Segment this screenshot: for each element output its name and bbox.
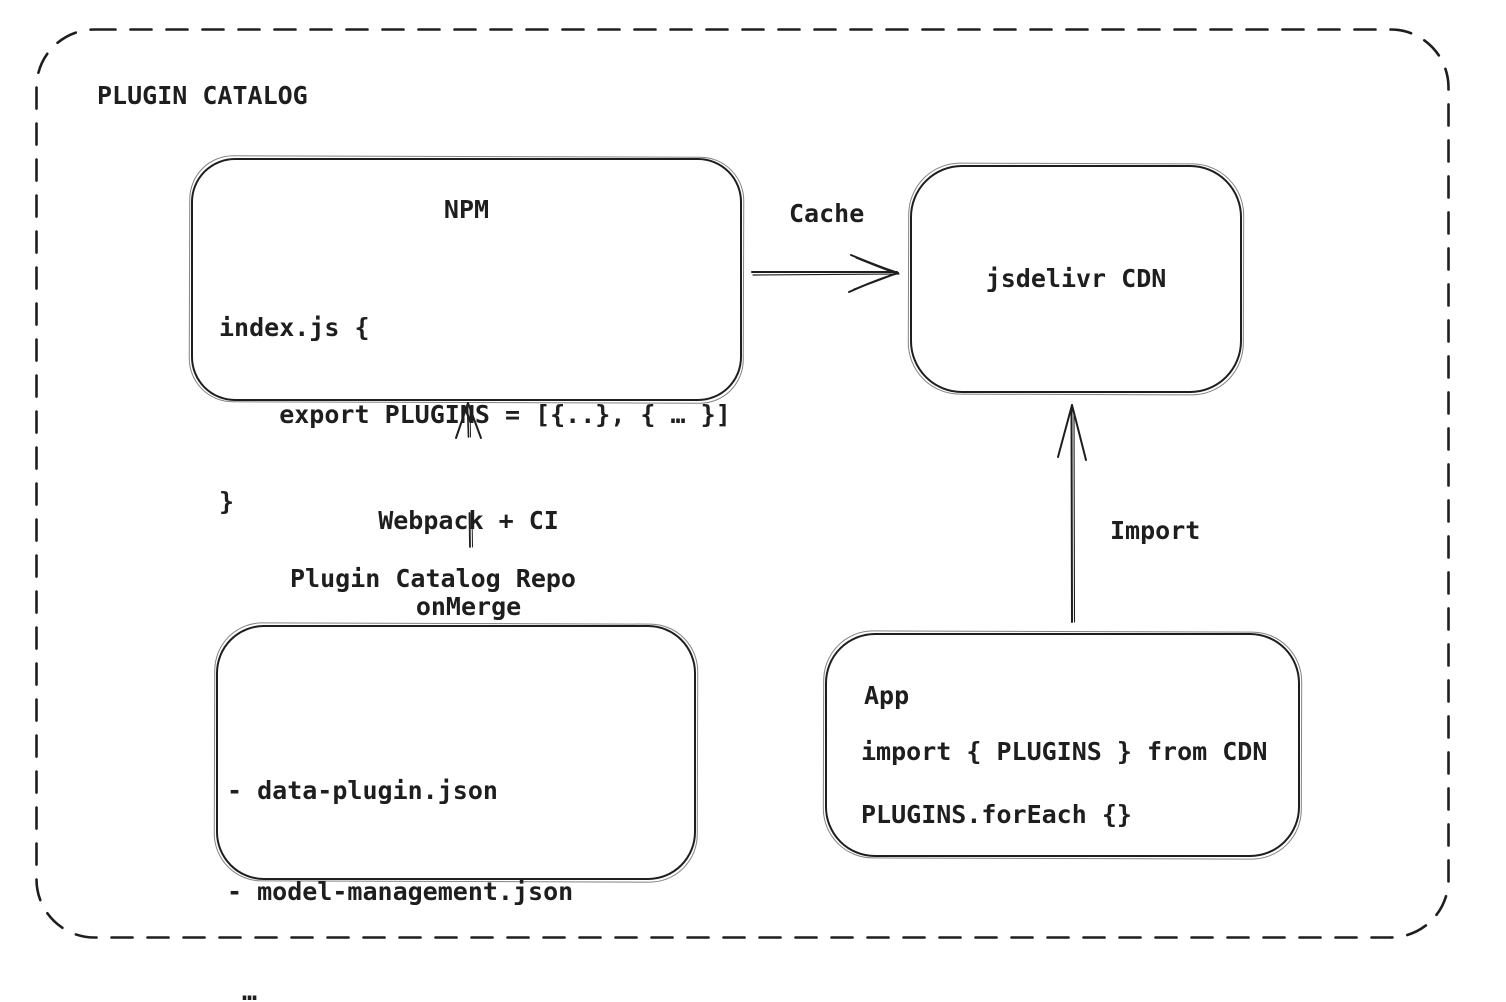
- cdn-node-title: jsdelivr CDN: [985, 264, 1167, 293]
- repo-file-list: - data-plugin.json - model-management.js…: [227, 707, 573, 1002]
- code-line: }: [219, 487, 235, 516]
- npm-code-block: index.js { export PLUGINS = [{..}, { … }…: [219, 255, 731, 574]
- repo-node-label: Plugin Catalog Repo: [290, 564, 576, 593]
- build-edge-label-line1: Webpack + CI: [378, 506, 559, 535]
- cache-edge-label: Cache: [789, 199, 865, 228]
- catalog-boundary: [35, 28, 1450, 939]
- app-node-title: App: [864, 681, 910, 710]
- npm-node: NPM index.js { export PLUGINS = [{..}, {…: [191, 158, 742, 516]
- code-line: export PLUGINS = [{..}, { … }]: [219, 400, 731, 429]
- diagram-title: PLUGIN CATALOG: [97, 81, 308, 110]
- import-arrow: [1057, 404, 1087, 623]
- code-line: index.js {: [219, 313, 370, 342]
- app-node: App import { PLUGINS } from CDN PLUGINS.…: [825, 633, 1300, 857]
- repo-file-item: …: [227, 977, 258, 1002]
- cache-arrow: [751, 254, 900, 293]
- repo-file-item: - data-plugin.json: [227, 776, 498, 805]
- npm-node-title: NPM: [443, 195, 490, 224]
- code-line: PLUGINS.forEach {}: [861, 800, 1132, 829]
- import-edge-label: Import: [1110, 516, 1201, 545]
- build-arrow: [455, 402, 482, 548]
- repo-file-item: - model-management.json: [227, 876, 574, 906]
- repo-node: - data-plugin.json - model-management.js…: [216, 625, 696, 1002]
- build-edge-label: Webpack + CI onMerge: [350, 450, 587, 678]
- cdn-node: jsdelivr CDN: [910, 165, 1242, 393]
- code-line: import { PLUGINS } from CDN: [861, 737, 1268, 766]
- build-edge-label-line2: onMerge: [415, 591, 522, 621]
